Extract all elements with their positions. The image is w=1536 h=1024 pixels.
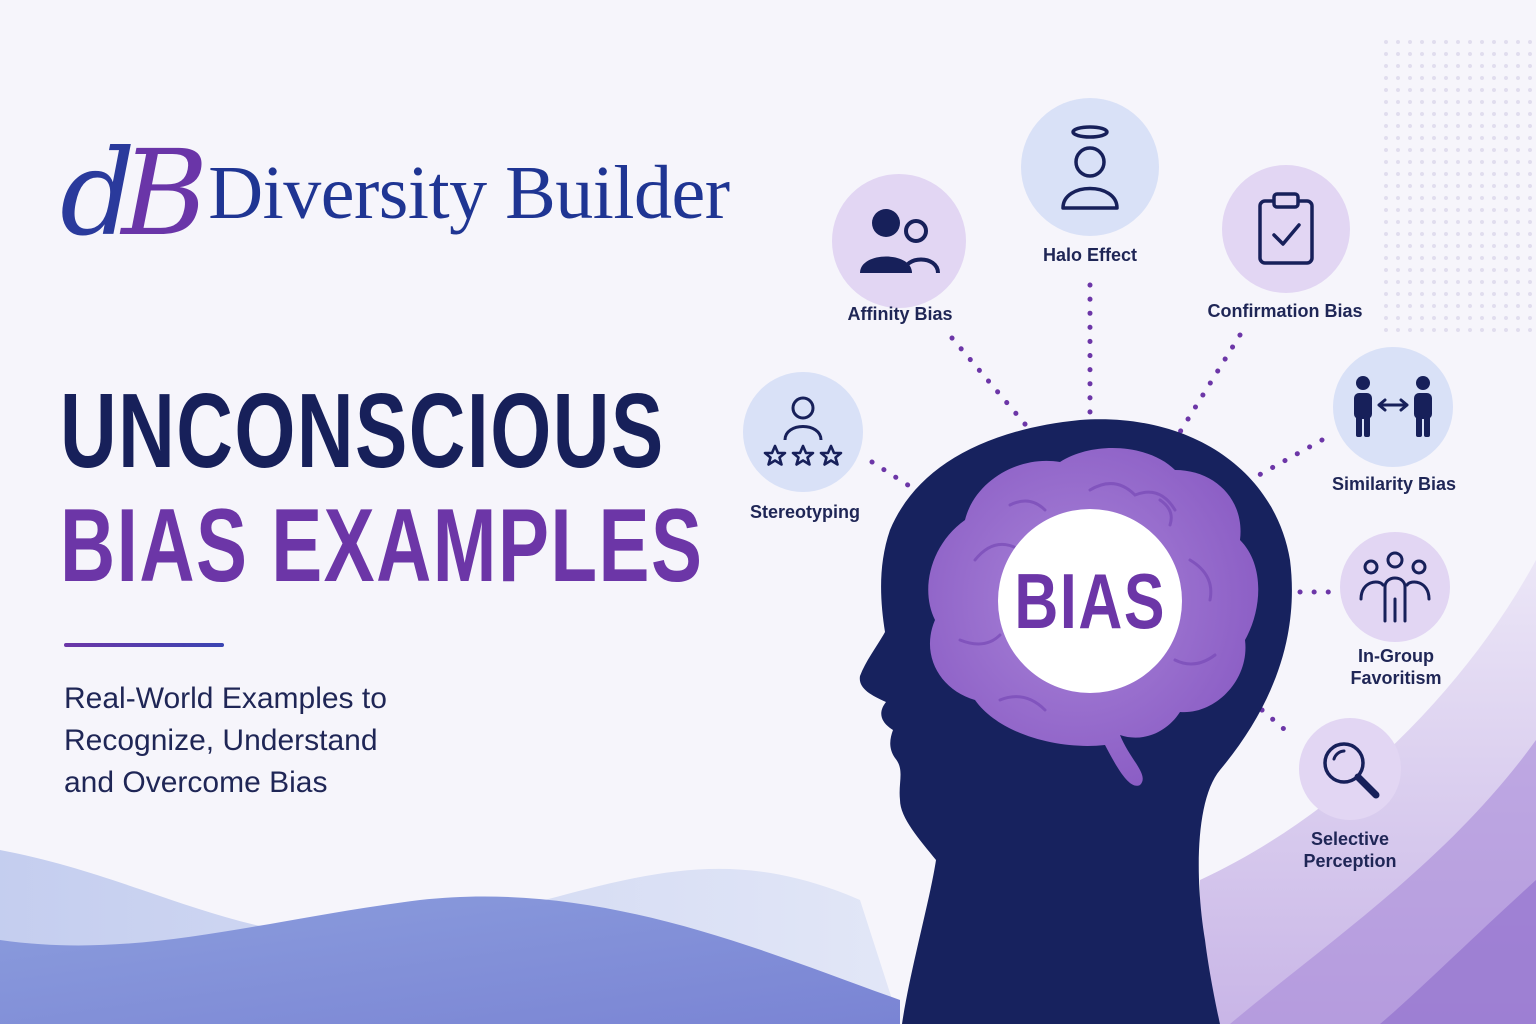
logo-name: Diversity Builder xyxy=(208,150,730,235)
stereotyping-label: Stereotyping xyxy=(749,502,861,522)
logo-mark-b: B xyxy=(121,124,209,262)
similarity-bias-circle xyxy=(1333,347,1453,467)
two-people-arrows-icon xyxy=(1354,376,1432,437)
clipboard-check-icon xyxy=(1258,192,1314,265)
center-label: BIAS xyxy=(1014,556,1166,645)
people-icon xyxy=(860,209,940,274)
divider xyxy=(64,643,224,647)
headline-line-2: BIAS EXAMPLES xyxy=(60,488,704,604)
logo-mark-d: d xyxy=(60,124,135,262)
logo-mark: dB xyxy=(60,134,208,252)
affinity-bias-circle xyxy=(832,174,966,308)
person-stars-icon xyxy=(763,396,843,466)
halo-person-icon xyxy=(1061,125,1119,210)
group-icon xyxy=(1359,551,1431,623)
stereotyping-circle xyxy=(743,372,863,492)
in-group-favoritism-circle xyxy=(1340,532,1450,642)
headline-line-1: UNCONSCIOUS xyxy=(60,372,665,490)
halo-effect-circle xyxy=(1021,98,1159,236)
magnifier-icon xyxy=(1323,742,1380,799)
confirmation-bias-label: Confirmation Bias xyxy=(1207,301,1363,321)
subtitle: Real-World Examples to Recognize, Unders… xyxy=(64,678,484,804)
affinity-bias-label: Affinity Bias xyxy=(847,304,953,324)
similarity-bias-label: Similarity Bias xyxy=(1331,474,1457,494)
selective-perception-circle xyxy=(1299,718,1401,820)
subtitle-line: Recognize, Understand xyxy=(64,724,378,757)
subtitle-line: and Overcome Bias xyxy=(64,766,328,799)
subtitle-line: Real-World Examples to xyxy=(64,682,387,715)
logo: dB Diversity Builder xyxy=(60,118,730,268)
bias-center-circle xyxy=(998,509,1182,693)
headline: UNCONSCIOUS BIAS EXAMPLES xyxy=(60,378,935,598)
halo-effect-label: Halo Effect xyxy=(1042,245,1138,265)
confirmation-bias-circle xyxy=(1222,165,1350,293)
